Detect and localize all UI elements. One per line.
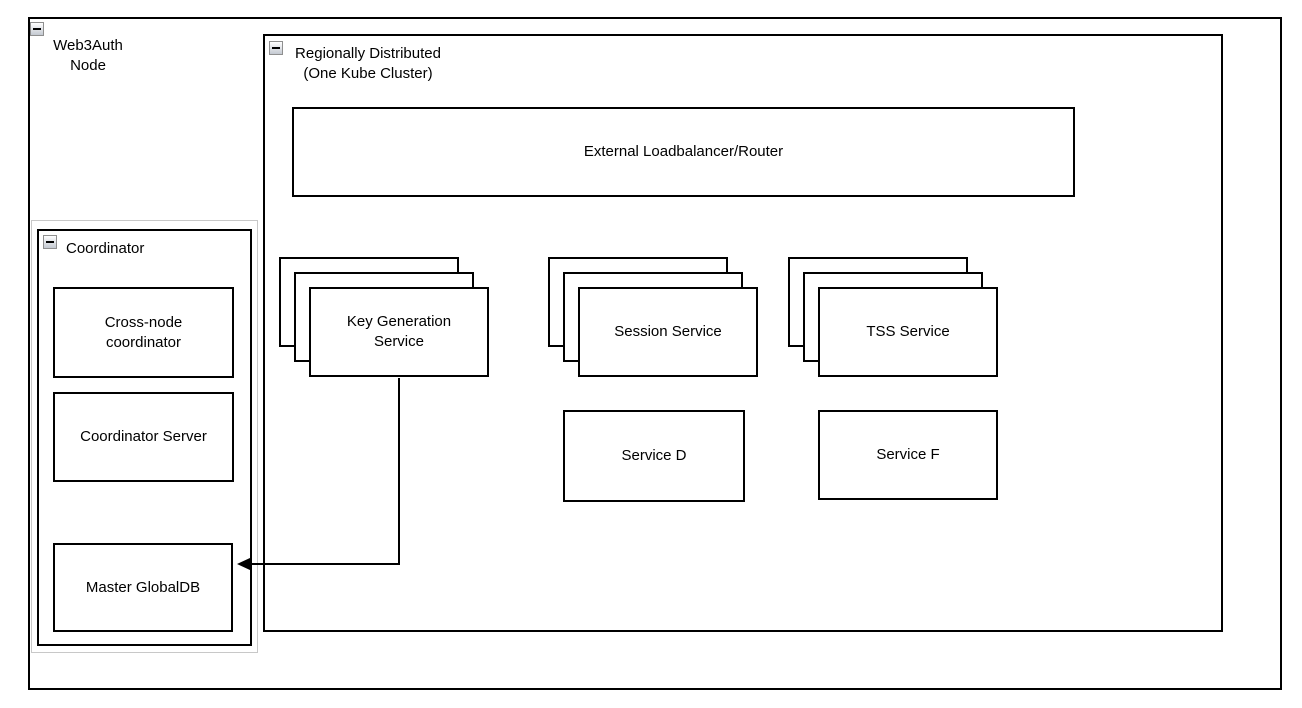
- collapse-minus-icon[interactable]: [43, 235, 57, 249]
- node-label: TSS Service: [866, 323, 950, 340]
- minus-bar: [46, 241, 54, 243]
- title-line: (One Kube Cluster): [303, 65, 433, 82]
- title-line: Web3Auth: [53, 37, 123, 54]
- minus-bar: [272, 47, 280, 49]
- node-label: Service F: [876, 446, 940, 463]
- node-external-loadbalancer[interactable]: External Loadbalancer/Router: [292, 107, 1075, 197]
- node-tss-service[interactable]: TSS Service: [818, 287, 998, 377]
- node-label: Service D: [621, 447, 687, 464]
- node-label: Master GlobalDB: [85, 578, 201, 596]
- container-title-coordinator: Coordinator: [66, 240, 145, 257]
- node-session-service[interactable]: Session Service: [578, 287, 758, 377]
- node-service-d[interactable]: Service D: [563, 410, 745, 502]
- node-label: Cross-node coordinator: [104, 313, 183, 351]
- node-service-f[interactable]: Service F: [818, 410, 998, 500]
- collapse-minus-icon[interactable]: [30, 22, 44, 36]
- node-label: Key Generation Service: [346, 313, 452, 350]
- title-line: Regionally Distributed: [295, 45, 441, 62]
- container-title-regionally-distributed: Regionally Distributed (One Kube Cluster…: [285, 44, 451, 84]
- node-cross-node-coordinator[interactable]: Cross-node coordinator: [53, 287, 234, 378]
- node-label: External Loadbalancer/Router: [583, 143, 784, 160]
- node-master-globaldb[interactable]: Master GlobalDB: [53, 543, 233, 632]
- collapse-minus-icon[interactable]: [269, 41, 283, 55]
- node-label: Session Service: [614, 323, 722, 340]
- minus-bar: [33, 28, 41, 30]
- node-coordinator-server[interactable]: Coordinator Server: [53, 392, 234, 482]
- node-key-generation-service[interactable]: Key Generation Service: [309, 287, 489, 377]
- container-title-web3auth-node: Web3Auth Node: [42, 36, 134, 76]
- node-label: Coordinator Server: [80, 428, 207, 445]
- title-line: Node: [70, 57, 106, 74]
